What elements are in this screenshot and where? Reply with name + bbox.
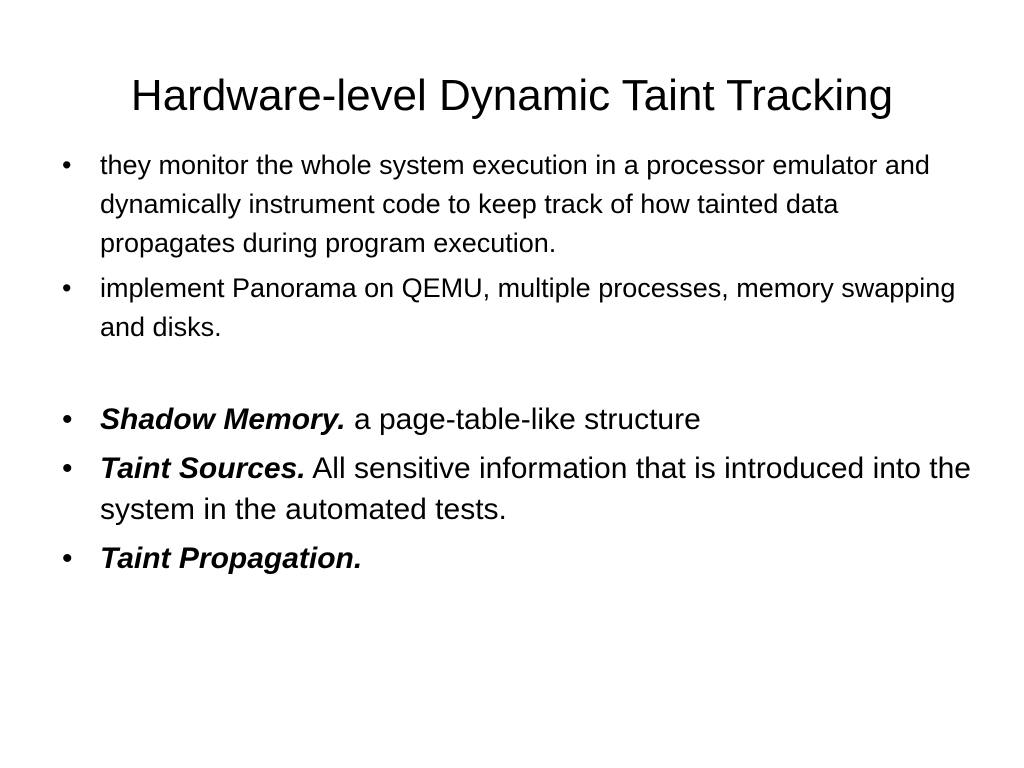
- bullet-list: • they monitor the whole system executio…: [58, 146, 978, 587]
- bullet-dot-icon: •: [62, 403, 73, 436]
- bullet-item: • they monitor the whole system executio…: [58, 146, 978, 263]
- bullet-term: Taint Sources.: [100, 452, 306, 485]
- bullet-dot-icon: •: [62, 452, 73, 485]
- bullet-item: • implement Panorama on QEMU, multiple p…: [58, 269, 978, 347]
- bullet-term: Shadow Memory.: [100, 403, 346, 436]
- bullet-item: • Taint Sources. All sensitive informati…: [58, 448, 978, 530]
- bullet-term: Taint Propagation.: [100, 542, 363, 575]
- bullet-item: • Taint Propagation.: [58, 538, 978, 579]
- bullet-text: implement Panorama on QEMU, multiple pro…: [100, 273, 956, 342]
- slide-title: Hardware-level Dynamic Taint Tracking: [130, 71, 894, 120]
- spacer: [58, 353, 978, 399]
- bullet-dot-icon: •: [62, 273, 72, 303]
- bullet-text: they monitor the whole system execution …: [100, 150, 930, 258]
- bullet-item: • Shadow Memory. a page-table-like struc…: [58, 399, 978, 440]
- bullet-dot-icon: •: [62, 542, 73, 575]
- bullet-text: a page-table-like structure: [345, 403, 701, 436]
- bullet-dot-icon: •: [62, 150, 72, 180]
- bullet-text: All sensitive information that is introd…: [100, 452, 971, 526]
